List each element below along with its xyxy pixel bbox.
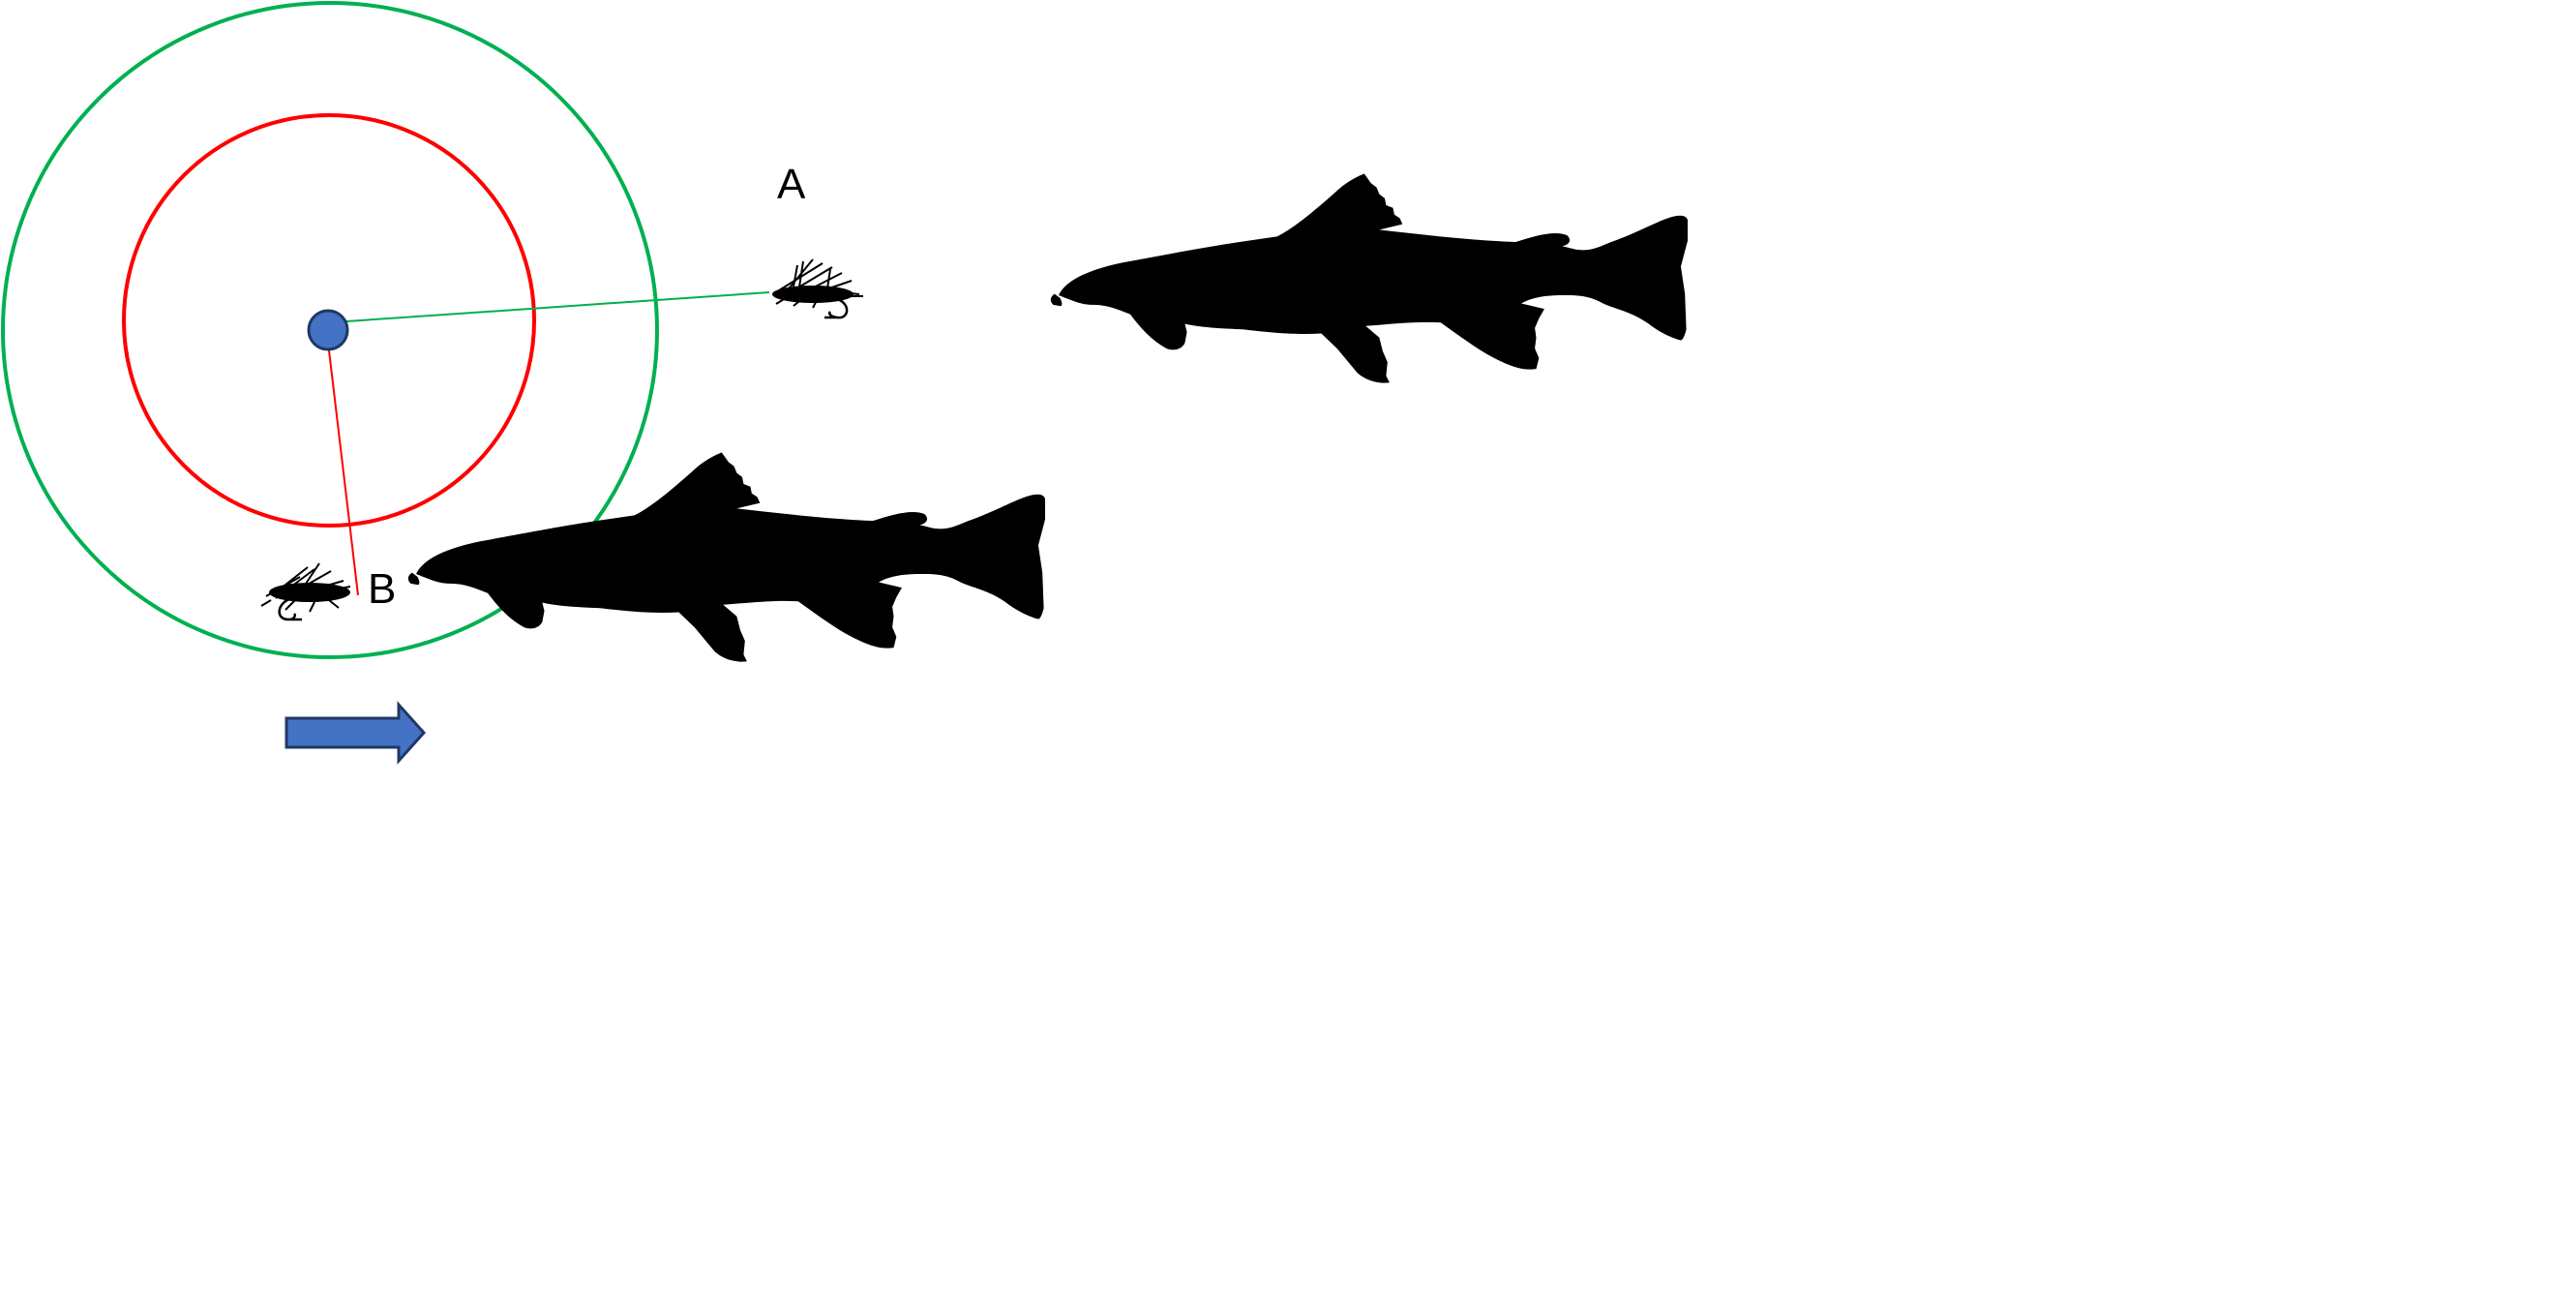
- center-point: [309, 311, 347, 349]
- line-to-fly-b: [329, 350, 358, 595]
- label-a: A: [777, 161, 806, 208]
- dry-fly-icon: [261, 563, 350, 619]
- trout-silhouette-near: [408, 453, 1045, 662]
- trout-silhouette-far: [1051, 174, 1688, 383]
- right-arrow-icon: [286, 705, 424, 761]
- dry-fly-icon: [772, 259, 863, 317]
- label-b: B: [368, 565, 396, 613]
- line-to-fly-a: [346, 292, 769, 321]
